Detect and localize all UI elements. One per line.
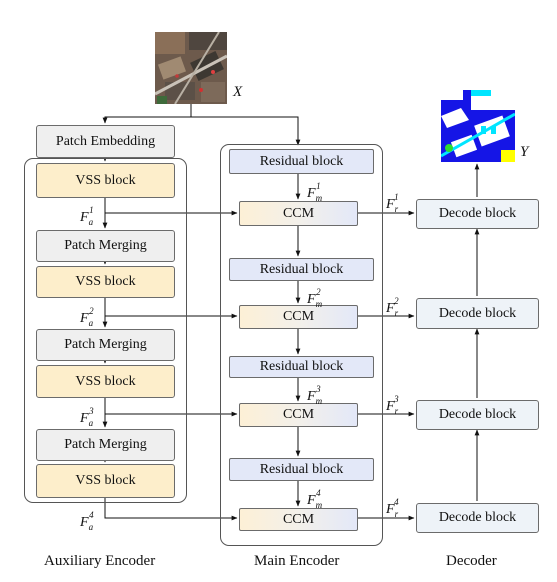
feature-label-fr-4: Fr4 (386, 497, 399, 519)
feature-label-fr-2: Fr2 (386, 296, 399, 318)
feature-label-fm-1: Fm1 (307, 181, 323, 203)
input-aerial-image (154, 31, 228, 105)
residual-block-1: Residual block (229, 149, 374, 174)
feature-label-fm-2: Fm2 (307, 287, 323, 309)
main-encoder-title: Main Encoder (254, 553, 340, 569)
vss-block-1: VSS block (36, 163, 175, 198)
decode-block-2: Decode block (416, 298, 539, 329)
patch-merging-block-3: Patch Merging (36, 429, 175, 461)
output-segmentation-map (440, 90, 516, 162)
feature-label-fa-2: Fa2 (80, 306, 94, 328)
residual-block-2: Residual block (229, 258, 374, 281)
input-label: X (233, 84, 243, 100)
feature-label-fm-4: Fm4 (307, 488, 323, 510)
ccm-block-4: CCM (239, 508, 358, 531)
main-encoder-group (220, 144, 383, 546)
patch-merging-block-2: Patch Merging (36, 329, 175, 361)
decode-block-1: Decode block (416, 199, 539, 229)
auxiliary-encoder-group (24, 158, 187, 503)
auxiliary-encoder-title: Auxiliary Encoder (44, 553, 156, 569)
feature-label-fa-1: Fa1 (80, 205, 94, 227)
vss-block-4: VSS block (36, 464, 175, 498)
feature-label-fa-4: Fa4 (80, 510, 94, 532)
ccm-block-1: CCM (239, 201, 358, 226)
decode-block-3: Decode block (416, 400, 539, 430)
decode-block-4: Decode block (416, 503, 539, 533)
feature-label-fr-3: Fr3 (386, 394, 399, 416)
feature-label-fr-1: Fr1 (386, 192, 399, 214)
feature-label-fa-3: Fa3 (80, 406, 94, 428)
patch-embedding-block: Patch Embedding (36, 125, 175, 158)
ccm-block-3: CCM (239, 403, 358, 427)
residual-block-4: Residual block (229, 458, 374, 481)
residual-block-3: Residual block (229, 356, 374, 378)
feature-label-fm-3: Fm3 (307, 384, 323, 406)
vss-block-2: VSS block (36, 266, 175, 298)
vss-block-3: VSS block (36, 365, 175, 398)
decoder-title: Decoder (446, 553, 497, 569)
patch-merging-block-1: Patch Merging (36, 230, 175, 262)
ccm-block-2: CCM (239, 305, 358, 329)
output-label: Y (520, 144, 529, 160)
